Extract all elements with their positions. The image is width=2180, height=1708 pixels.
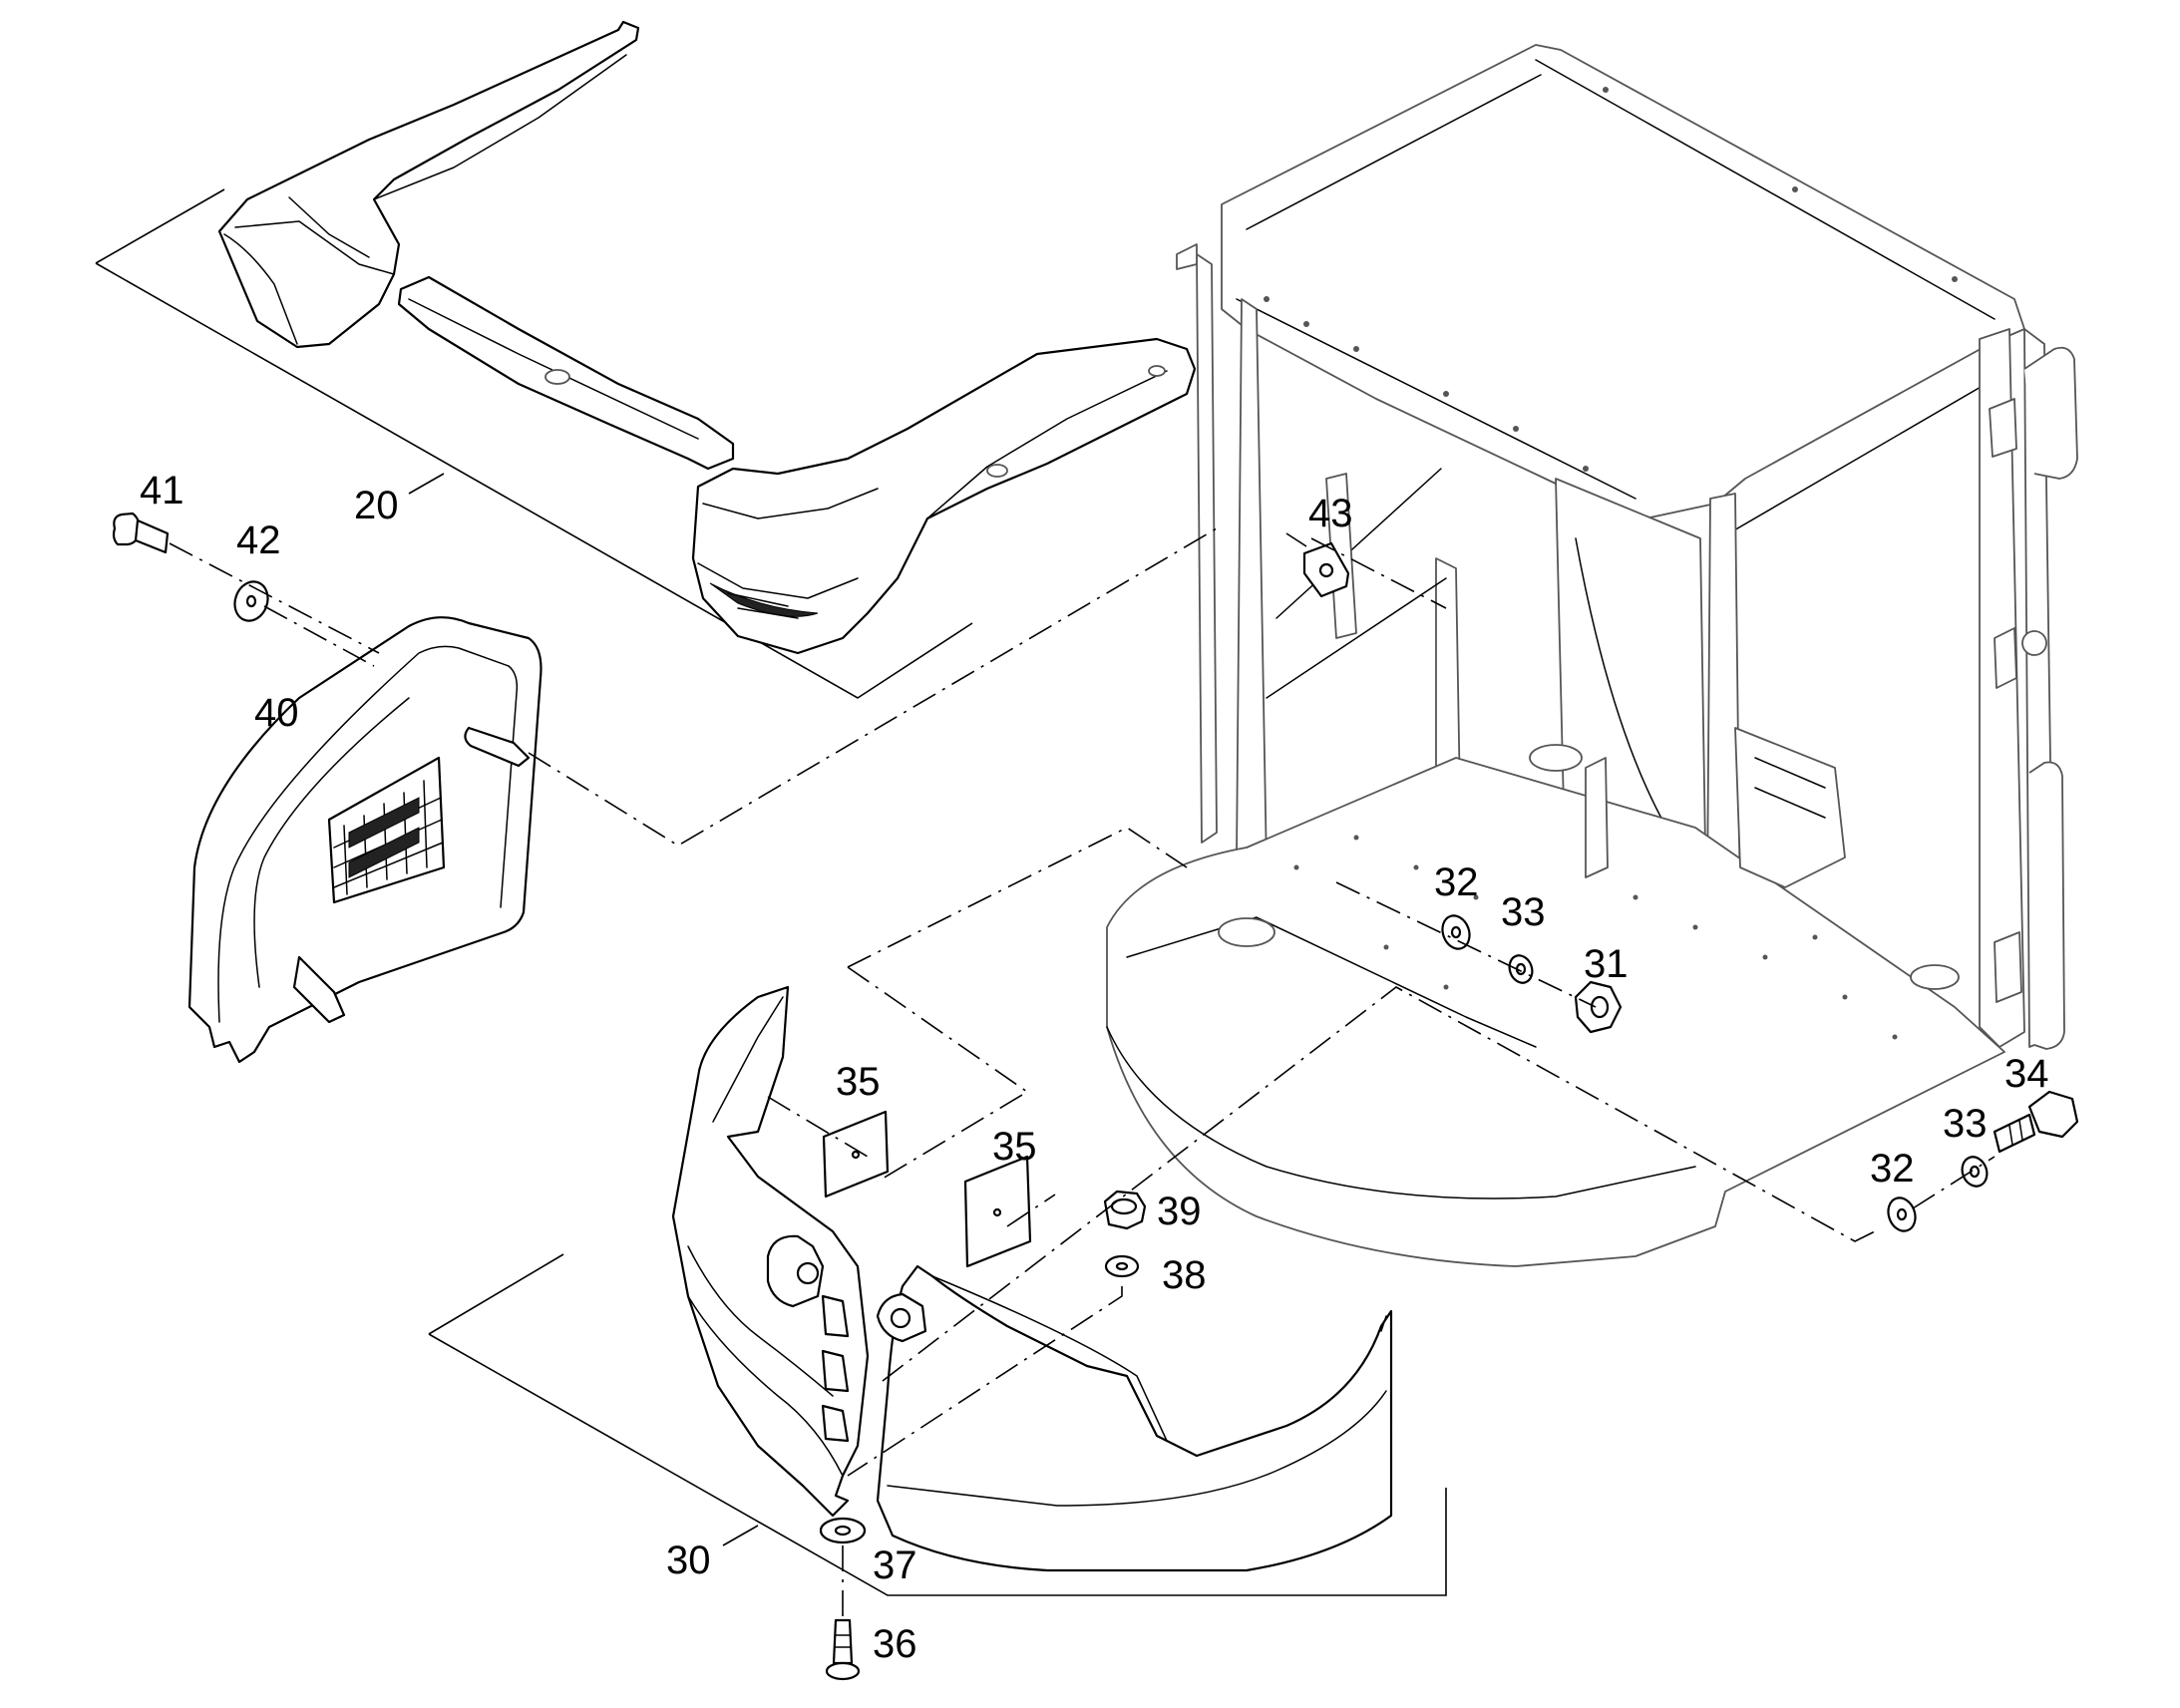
part-43-clip-nut (1302, 541, 1350, 598)
cab-frame (1106, 44, 2078, 1267)
callout-35-b: 35 (992, 1125, 1037, 1169)
part-34-hex-bolt (1993, 1090, 2079, 1154)
part-35-pad-b (963, 1155, 1032, 1268)
callout-38: 38 (1162, 1253, 1207, 1297)
callout-32-b: 32 (1870, 1147, 1915, 1191)
part-35-pad-a (822, 1110, 890, 1198)
assembly-lines (169, 527, 1996, 1620)
part-31-hex-nut (1574, 980, 1623, 1034)
part-42-washer (233, 580, 269, 622)
part-41-screw (112, 512, 170, 554)
part-36-bolt (825, 1618, 861, 1681)
part-38-washer (1104, 1254, 1140, 1278)
callout-33-a: 33 (1501, 890, 1546, 934)
callout-31: 31 (1584, 942, 1629, 986)
part-37-washer (819, 1517, 867, 1544)
callout-41: 41 (140, 469, 184, 512)
part-20-duct-assembly (95, 20, 1197, 699)
callout-40: 40 (254, 691, 299, 735)
callout-33-b: 33 (1943, 1102, 1988, 1146)
callout-32-a: 32 (1434, 860, 1479, 904)
leader-lines (408, 473, 759, 1546)
part-30-counterweight-cover (428, 985, 1447, 1596)
callout-36: 36 (873, 1622, 917, 1666)
callout-37: 37 (873, 1543, 917, 1587)
callout-30: 30 (666, 1538, 711, 1582)
callout-labels: 20 30 31 32 32 33 33 34 35 35 36 37 38 3… (140, 469, 2049, 1666)
part-33-washer-b (1961, 1156, 1989, 1188)
part-32-washer-a (1441, 914, 1471, 950)
part-32-washer-b (1887, 1196, 1917, 1232)
callout-35-a: 35 (836, 1060, 881, 1104)
callout-20: 20 (354, 484, 399, 527)
part-39-nut (1103, 1190, 1147, 1230)
part-20-frame (95, 188, 973, 699)
part-30-frame (428, 1253, 1447, 1596)
callout-34: 34 (2004, 1052, 2049, 1096)
callout-39: 39 (1157, 1190, 1202, 1233)
callout-43: 43 (1308, 492, 1353, 535)
callout-42: 42 (236, 518, 281, 562)
part-40-side-panel (187, 616, 543, 1064)
